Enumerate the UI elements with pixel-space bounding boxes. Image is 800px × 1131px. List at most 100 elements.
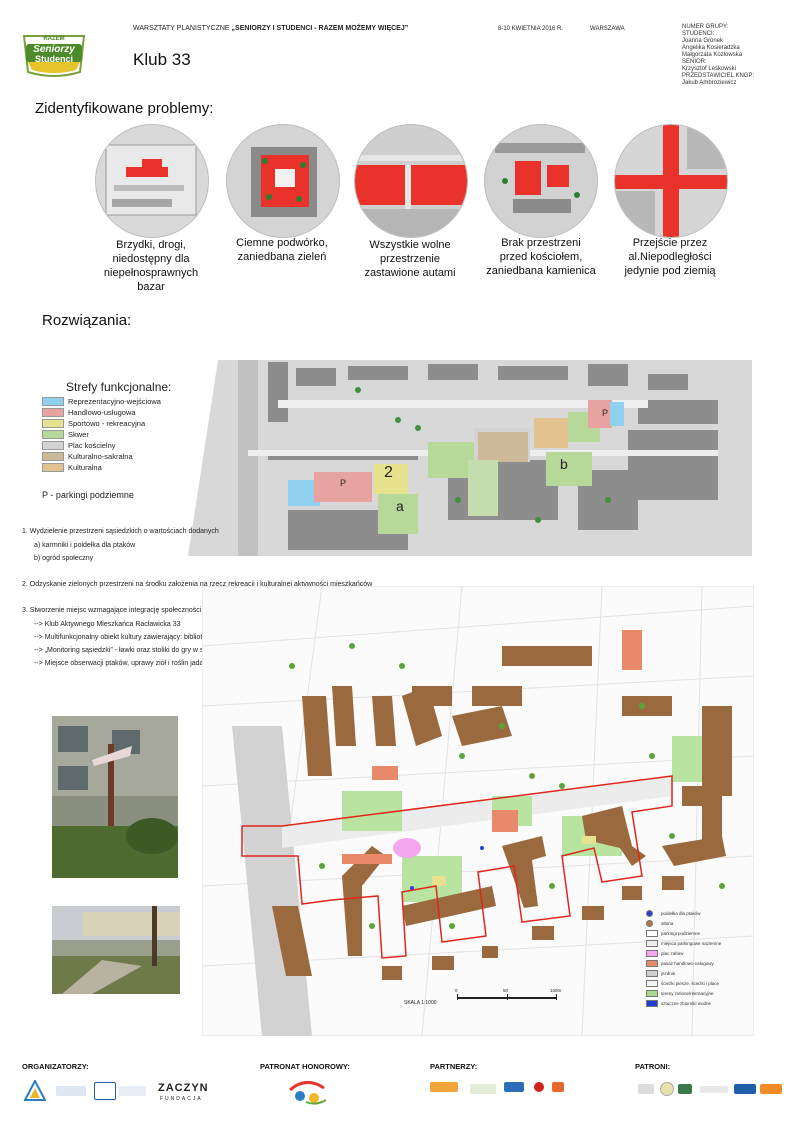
workshop-city: WARSZAWA: [590, 26, 625, 32]
scale-label: SKALA 1:1000: [404, 1000, 437, 1006]
legend-item: Plac kościelny: [42, 440, 202, 451]
student-name: Joanna Gronek: [682, 38, 724, 44]
plan-legend-item: ścieżki piesze, ścieżki i place: [646, 978, 754, 988]
honorary-patron-logo: [286, 1076, 330, 1111]
organizer-logo-city: [94, 1082, 116, 1100]
partner-logo: [552, 1082, 564, 1092]
senior-label: SENIOR:: [682, 59, 707, 65]
patron-logo-tvpw: [734, 1084, 756, 1094]
zone-label-2: 2: [384, 464, 393, 481]
legend-item: Handlowo-usługowa: [42, 407, 202, 418]
solution-point-1: 1. Wydzielenie przestrzeni sąsiedzkich o…: [22, 528, 219, 535]
plan-legend-swatch: [646, 959, 658, 967]
problem-map-courtyard: [226, 124, 340, 238]
scale-tick-0: 0: [455, 988, 458, 993]
solution-point-1a: a) karmniki i poidełka dla ptaków: [34, 542, 136, 549]
problem-caption-church: Brak przestrzeni przed kościołem, zanied…: [486, 237, 596, 277]
photo-bird-feeder: [52, 716, 178, 878]
problem-map-parking: [354, 124, 468, 238]
plan-legend-swatch: [646, 949, 658, 957]
solution-point-3-item: --> Klub Aktywnego Mieszkańca Racławicka…: [34, 621, 181, 628]
group-info: NUMER GRUPY: STUDENCI: Joanna Gronek Ang…: [682, 24, 792, 87]
legend-item: Reprezentacyjno-wejściowa: [42, 396, 202, 407]
plan-legend-swatch: [646, 919, 653, 927]
legend-item: Sportowo - rekreacyjna: [42, 418, 202, 429]
zone-label-p: P: [340, 478, 347, 488]
representative-name: Jakub Ambroziewicz: [682, 80, 737, 86]
plan-legend-swatch: [646, 909, 653, 917]
logo-top-text: RAZEM: [43, 36, 65, 42]
scale-tick-50: 50: [503, 988, 509, 993]
problem-caption-courtyard: Ciemne podwórko, zaniedbana zieleń: [236, 237, 328, 263]
legend-swatch: [42, 441, 64, 450]
senior-name: Krzysztof Leśkowski: [682, 66, 737, 72]
patron-logo: [700, 1086, 728, 1093]
problem-map-crossing: [614, 124, 728, 238]
partner-logo: [430, 1082, 458, 1092]
plan-legend-swatch: [646, 969, 658, 977]
patron-logo: [678, 1084, 692, 1094]
zones-map: P 2 a b P: [178, 360, 752, 556]
footer-honorary-label: PATRONAT HONOROWY:: [260, 1062, 350, 1071]
footer-partners-label: PARTNERZY:: [430, 1062, 478, 1071]
zone-label-b: b: [560, 456, 568, 472]
legend-swatch: [42, 463, 64, 472]
student-name: Angelika Kosieradzka: [682, 45, 740, 51]
workshop-dates: 8-10 KWIETNIA 2016 R.: [498, 26, 564, 32]
fundacja-logo: FUNDACJA: [160, 1096, 203, 1102]
problem-map-bazaar: [95, 124, 209, 238]
zone-label-a: a: [396, 498, 404, 514]
footer-patrons-label: PATRONI:: [635, 1062, 671, 1071]
logo-studenci-text: Studenci: [34, 54, 73, 64]
legend-swatch: [42, 419, 64, 428]
page-title: Klub 33: [133, 50, 191, 69]
plan-legend: poidełka dla ptaków altana parkingi podz…: [646, 908, 754, 1008]
solution-point-1b: b) ogród społeczny: [34, 555, 94, 562]
scale-tick-100: 100m: [550, 988, 562, 993]
problem-caption-bazaar: Brzydki, drogi, niedostępny dla niepełno…: [103, 239, 199, 293]
logo-seniorzy-text: Seniorzy: [33, 44, 75, 55]
plan-legend-swatch: [646, 939, 658, 947]
patron-logo: [638, 1084, 654, 1094]
student-name: Małgorzata Kozłowska: [682, 52, 743, 58]
problem-map-church: [484, 124, 598, 238]
partner-logo: [470, 1084, 496, 1094]
organizer-logo-small: [56, 1086, 86, 1096]
legend-item: Skwer: [42, 429, 202, 440]
solution-point-3: 3. Stworzenie miejsc wzmagające integrac…: [22, 607, 360, 614]
legend-swatch: [42, 408, 64, 417]
problems-title: Zidentyfikowane problemy:: [35, 100, 214, 117]
plan-legend-item: tereny zielone/rekreacyjne: [646, 988, 754, 998]
zones-legend: Strefy funkcjonalne: Reprezentacyjno-wej…: [42, 380, 202, 473]
plan-legend-swatch: [646, 979, 658, 987]
problem-caption-crossing: Przejście przez al.Niepodległości jedyni…: [624, 237, 716, 277]
legend-swatch: [42, 452, 64, 461]
problem-caption-parking: Wszystkie wolne przestrzenie zastawione …: [364, 239, 456, 279]
workshop-name: „SENIORZY I STUDENCI - RAZEM MOŻEMY WIĘC…: [231, 25, 409, 32]
plan-legend-item: poidełka dla ptaków: [646, 908, 754, 918]
workshop-prefix: WARSZTATY PLANISTYCZNE: [133, 25, 230, 32]
plan-legend-item: plac zabaw: [646, 948, 754, 958]
legend-swatch: [42, 430, 64, 439]
parking-note: P - parkingi podziemne: [42, 490, 134, 500]
partner-logo: [504, 1082, 524, 1092]
plan-legend-swatch: [646, 999, 658, 1007]
plan-legend-item: parkingi podziemne: [646, 928, 754, 938]
organizer-logo-triangle: [23, 1078, 47, 1107]
footer-organizers-label: ORGANIZATORZY:: [22, 1062, 89, 1071]
representative-label: PRZEDSTAWICIEL KNGP:: [682, 73, 755, 79]
plan-legend-swatch: [646, 929, 658, 937]
plan-legend-item: jezdnie: [646, 968, 754, 978]
master-plan: SKALA 1:1000 0 50 100m poidełka dla ptak…: [201, 585, 755, 1037]
group-label: NUMER GRUPY:: [682, 24, 729, 30]
legend-item: Kulturalno-sakralna: [42, 451, 202, 462]
partner-logo-dot: [534, 1082, 544, 1092]
solution-point-2: 2. Odzyskanie zielonych przestrzeni na ś…: [22, 581, 373, 588]
plan-legend-swatch: [646, 989, 658, 997]
plan-legend-item: sztuczne zbiorniki wodne: [646, 998, 754, 1008]
organizer-logo-text: [118, 1086, 146, 1096]
solutions-title: Rozwiązania:: [42, 312, 132, 329]
students-label: STUDENCI:: [682, 31, 715, 37]
workshop-title: WARSZTATY PLANISTYCZNE „SENIORZY I STUDE…: [133, 25, 408, 32]
solution-point-3-item: --> Miejsce obserwacji ptaków, uprawy zi…: [34, 660, 220, 667]
